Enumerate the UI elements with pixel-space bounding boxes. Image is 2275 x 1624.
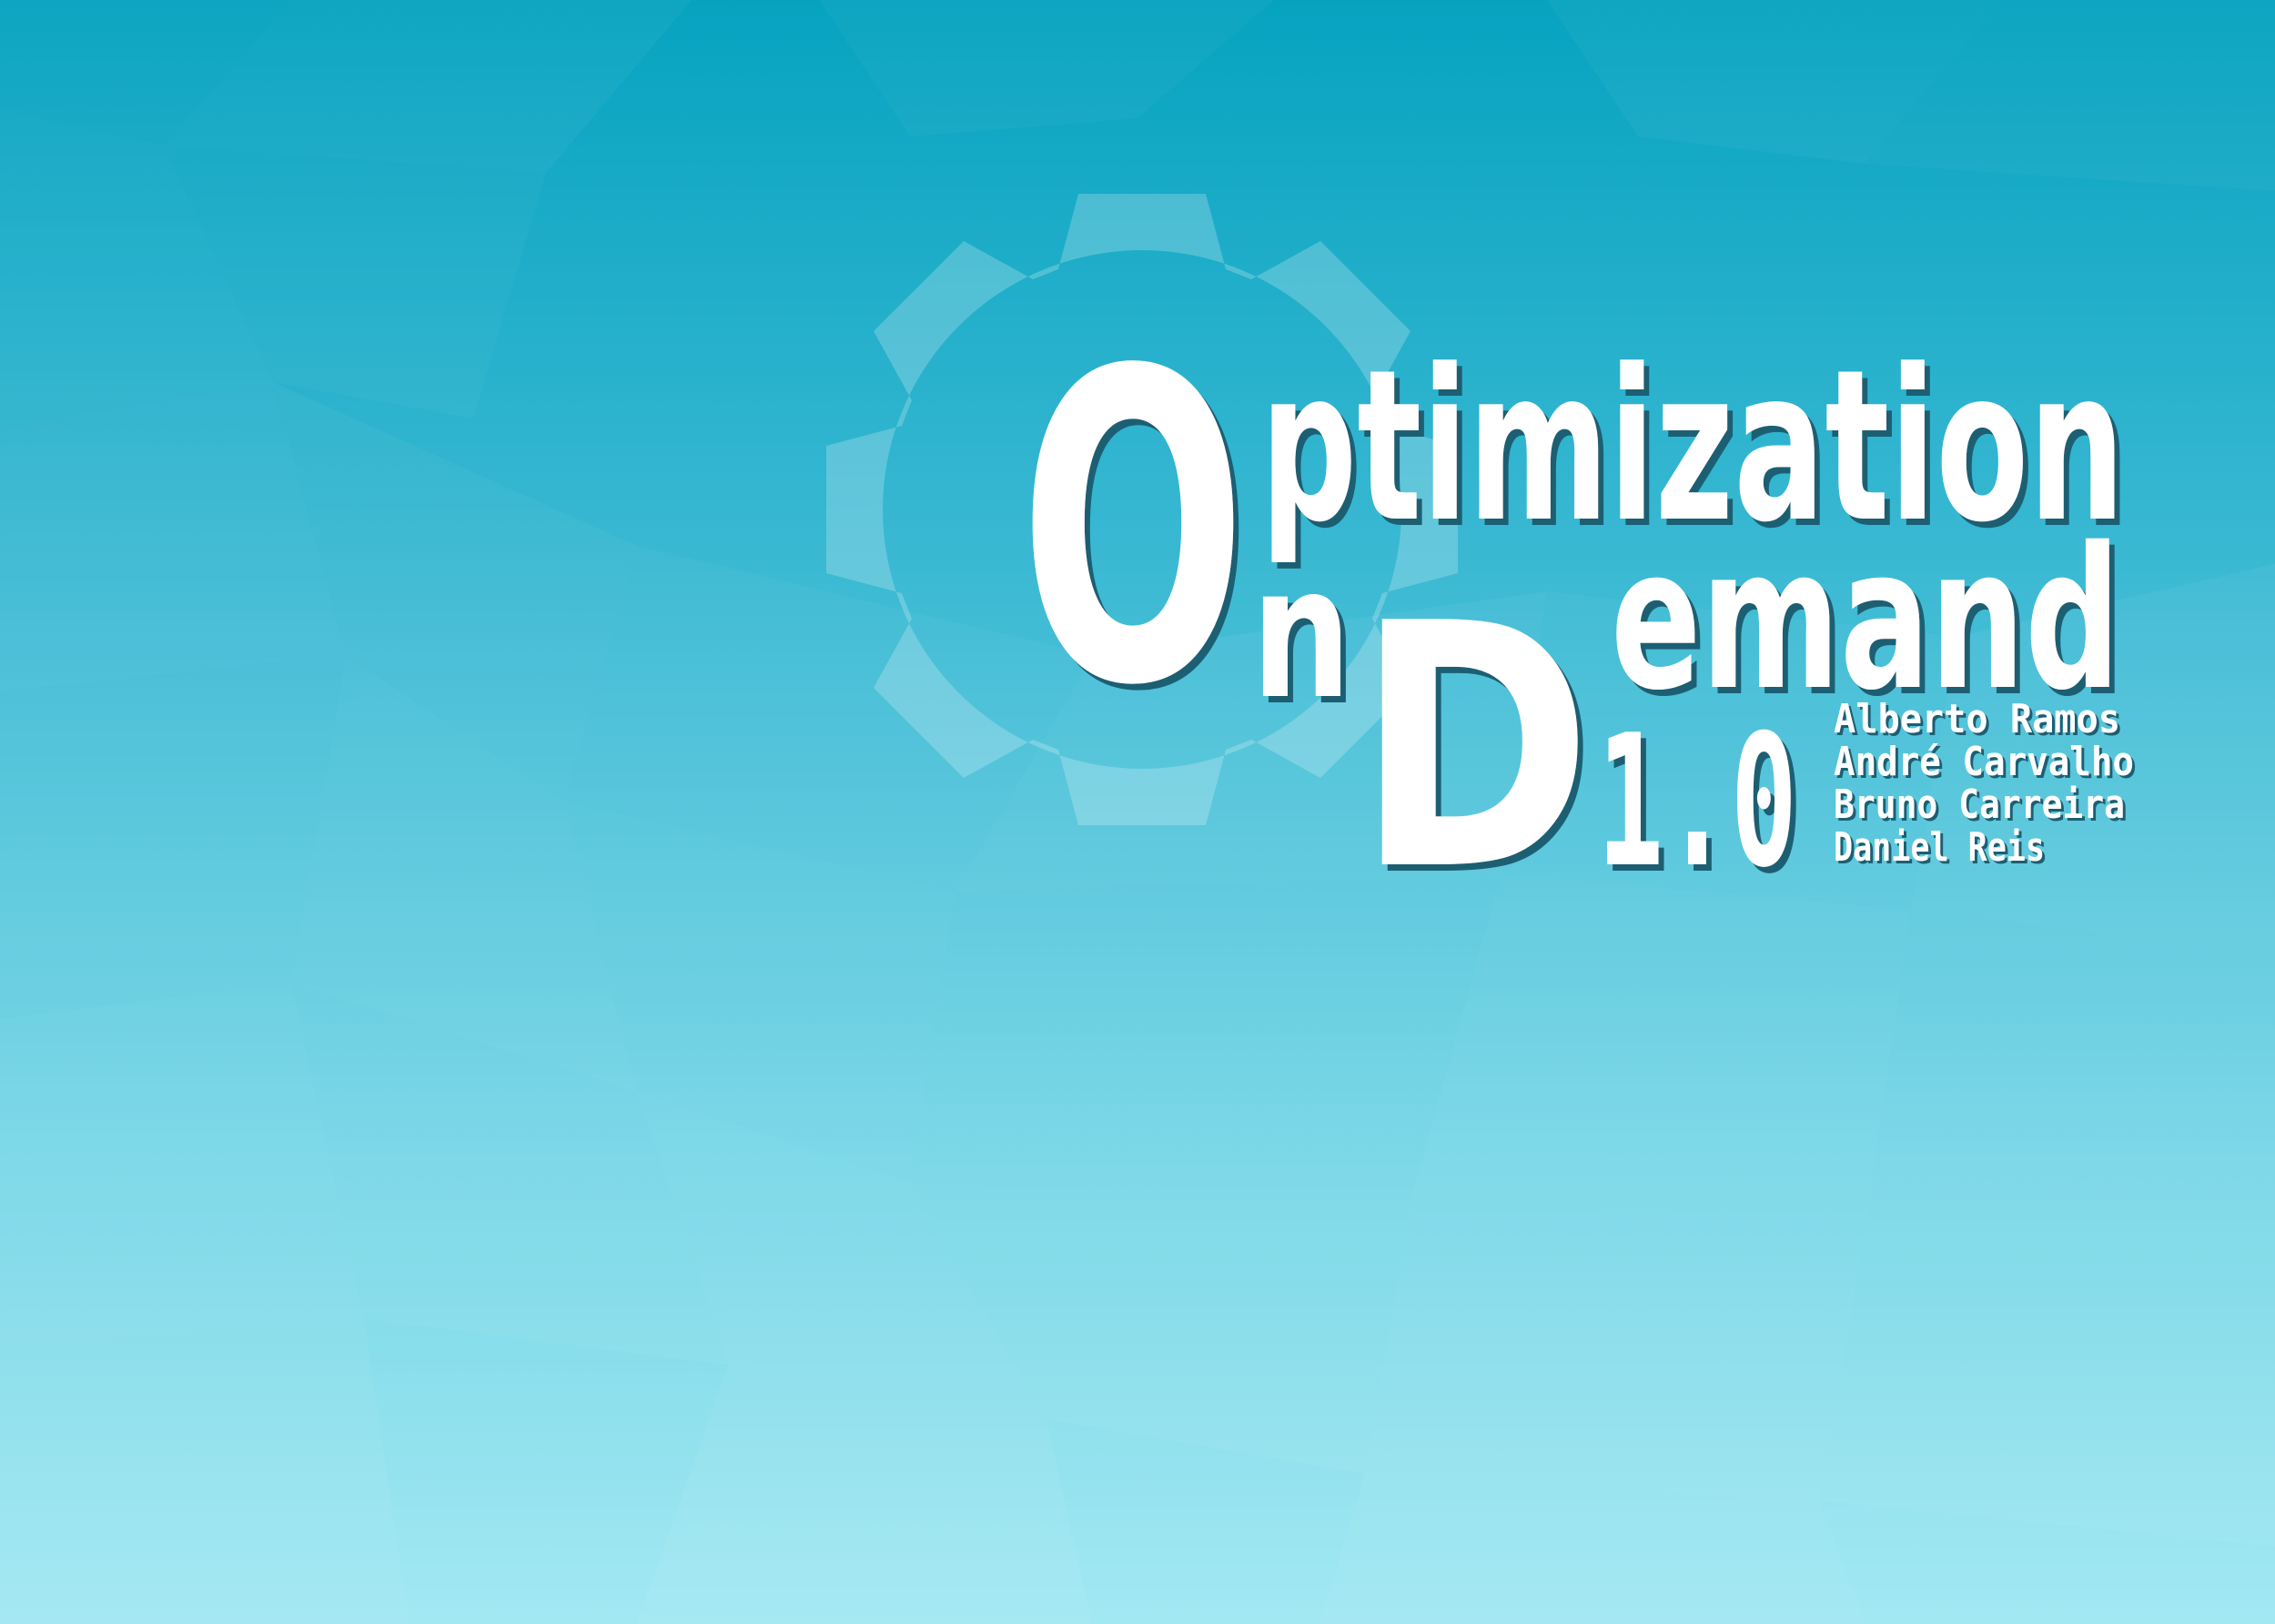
author-name: Daniel Reis	[1834, 824, 2045, 871]
logo-letter-o: O	[1019, 281, 1247, 779]
logo-version: 1.0	[1597, 696, 1797, 908]
logo-word-ptimization: ptimization	[1260, 326, 2125, 569]
author-name: Alberto Ramos	[1834, 696, 2120, 742]
author-name: Bruno Carreira	[1834, 782, 2125, 828]
logo-letter-d: D	[1356, 553, 1592, 944]
author-name: André Carvalho	[1834, 739, 2134, 785]
author-list: Alberto Ramos André Carvalho Bruno Carre…	[1834, 696, 2134, 871]
logo-letter-n: n	[1251, 528, 1351, 740]
logo-word-emand: emand	[1611, 505, 2120, 733]
game-logo: O ptimization n D emand 1.0	[1019, 281, 2125, 944]
